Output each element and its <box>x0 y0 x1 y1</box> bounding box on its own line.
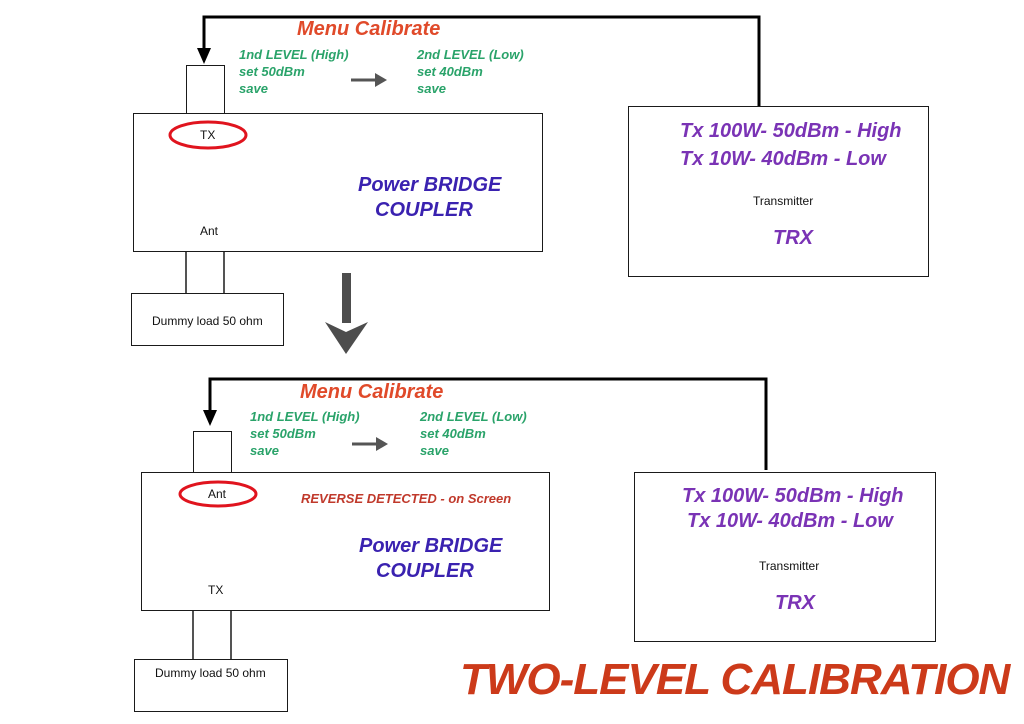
top-level2-block: 2nd LEVEL (Low) set 40dBm save <box>417 46 524 97</box>
bottom-transmitter-line2: Tx 10W- 40dBm - Low <box>687 510 893 532</box>
bottom-transmitter-box: Tx 100W- 50dBm - High Tx 10W- 40dBm - Lo… <box>634 472 936 642</box>
top-feedback-line <box>202 15 761 107</box>
bottom-transmitter-label: Transmitter <box>759 559 820 573</box>
top-dummy-load: Dummy load 50 ohm <box>131 293 284 346</box>
top-port-bottom-label: Ant <box>200 224 219 238</box>
bottom-reverse-detected-status: REVERSE DETECTED - on Screen <box>301 491 512 506</box>
top-feedback-arrowhead-icon <box>197 48 211 64</box>
top-transmitter-line1: Tx 100W- 50dBm - High <box>680 120 902 142</box>
bottom-ant-highlight-ellipse <box>178 480 258 508</box>
top-port-top-label: TX <box>200 128 216 142</box>
bottom-transmitter-levels: Tx 100W- 50dBm - High Tx 10W- 40dBm - Lo… <box>682 484 904 534</box>
top-coupler-line2: COUPLER <box>375 199 473 221</box>
bottom-menu-calibrate-title: Menu Calibrate <box>300 381 444 403</box>
bottom-coupler-line1: Power BRIDGE <box>359 535 503 557</box>
top-transmitter-label: Transmitter <box>753 194 814 208</box>
top-level1-set: set 50dBm <box>239 64 305 79</box>
bottom-port-top-label: Ant <box>208 487 227 501</box>
top-tx-highlight-ellipse <box>168 120 248 150</box>
top-trx-name: TRX <box>773 227 813 249</box>
bottom-level2-set: set 40dBm <box>420 426 486 441</box>
top-level2-heading: 2nd LEVEL (Low) <box>417 47 524 62</box>
bottom-level2-block: 2nd LEVEL (Low) set 40dBm save <box>420 408 527 459</box>
top-level1-heading: 1nd LEVEL (High) <box>239 47 349 62</box>
top-dummy-load-label: Dummy load 50 ohm <box>152 314 263 328</box>
top-transmitter-levels: Tx 100W- 50dBm - High Tx 10W- 40dBm - Lo… <box>680 117 902 173</box>
top-level-arrowhead-icon <box>375 73 387 87</box>
top-transmitter-box: Tx 100W- 50dBm - High Tx 10W- 40dBm - Lo… <box>628 106 929 277</box>
top-coupler-title: Power BRIDGE COUPLER <box>358 173 501 223</box>
bottom-level1-set: set 50dBm <box>250 426 316 441</box>
top-transmitter-line2: Tx 10W- 40dBm - Low <box>680 148 886 170</box>
bottom-feedback-line <box>208 377 768 470</box>
top-level1-block: 1nd LEVEL (High) set 50dBm save <box>239 46 349 97</box>
transition-arrow-shaft <box>342 273 351 323</box>
bottom-level1-heading: 1nd LEVEL (High) <box>250 409 360 424</box>
bottom-dummy-load: Dummy load 50 ohm <box>134 659 288 712</box>
top-level2-set: set 40dBm <box>417 64 483 79</box>
transition-down-arrow-icon <box>325 322 368 354</box>
top-power-bridge-coupler: TX Power BRIDGE COUPLER Ant <box>133 113 543 252</box>
bottom-feedback-arrowhead-icon <box>203 410 217 426</box>
bottom-level1-action: save <box>250 443 279 458</box>
bottom-level2-action: save <box>420 443 449 458</box>
bottom-coupler-line2: COUPLER <box>376 560 474 582</box>
bottom-level2-heading: 2nd LEVEL (Low) <box>420 409 527 424</box>
page-title: TWO-LEVEL CALIBRATION <box>460 655 1010 704</box>
top-tx-connector <box>186 65 225 115</box>
top-level2-action: save <box>417 81 446 96</box>
top-menu-calibrate-title: Menu Calibrate <box>297 18 441 40</box>
bottom-level-arrowhead-icon <box>376 437 388 451</box>
bottom-coupler-title: Power BRIDGE COUPLER <box>359 534 502 584</box>
top-coupler-line1: Power BRIDGE <box>358 174 502 196</box>
bottom-ant-connector <box>193 431 232 474</box>
bottom-dummy-load-label: Dummy load 50 ohm <box>155 666 266 680</box>
bottom-port-bottom-label: TX <box>208 583 224 597</box>
top-level1-action: save <box>239 81 268 96</box>
bottom-transmitter-line1: Tx 100W- 50dBm - High <box>682 485 904 507</box>
bottom-power-bridge-coupler: Ant REVERSE DETECTED - on Screen Power B… <box>141 472 550 611</box>
bottom-level1-block: 1nd LEVEL (High) set 50dBm save <box>250 408 360 459</box>
bottom-trx-name: TRX <box>775 592 815 614</box>
